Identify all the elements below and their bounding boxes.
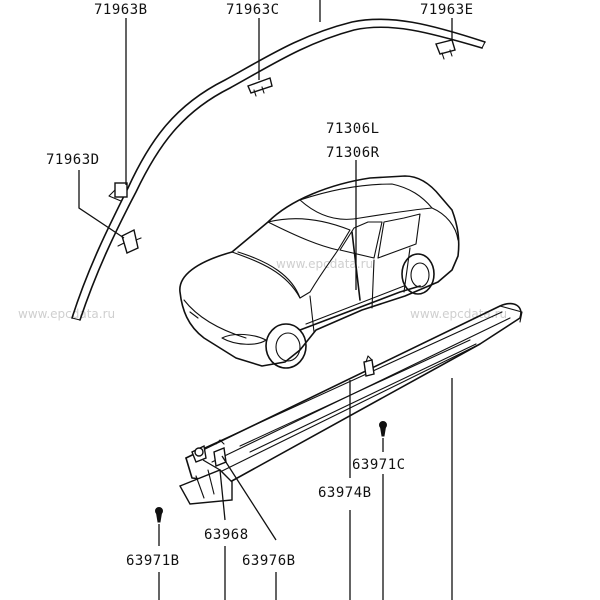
label-63974B: 63974B [318,485,372,501]
label-71963D: 71963D [46,152,100,168]
label-71963E: 71963E [420,2,474,18]
clip-71963C [247,77,273,97]
label-71306L: 71306L [326,121,380,137]
screw-63971B [155,507,163,523]
watermark-center: www.epcdata.ru [276,257,373,271]
label-63971C: 63971C [352,457,406,473]
leader-71963D [78,170,125,239]
label-71963B: 71963B [94,2,148,18]
clip-63968 [191,444,207,463]
car-illustration [179,175,460,369]
label-63971B: 63971B [126,553,180,569]
clip-63976B [213,439,227,467]
watermark-right: www.epcdata.ru [410,307,507,321]
watermark-left: www.epcdata.ru [18,307,115,321]
leader-63968 [202,459,226,521]
label-71306R: 71306R [326,145,380,161]
roof-drip-molding [71,18,486,321]
clip-71963D [117,228,142,254]
clip-71963E [435,39,456,60]
label-71963C: 71963C [226,2,280,18]
screw-63971C [379,421,387,437]
clip-71963B [108,182,128,202]
leader-63976B [221,455,277,541]
side-sill-garnish [179,302,523,505]
clip-63974B [363,355,375,377]
label-63976B: 63976B [242,553,296,569]
label-63968: 63968 [204,527,249,543]
